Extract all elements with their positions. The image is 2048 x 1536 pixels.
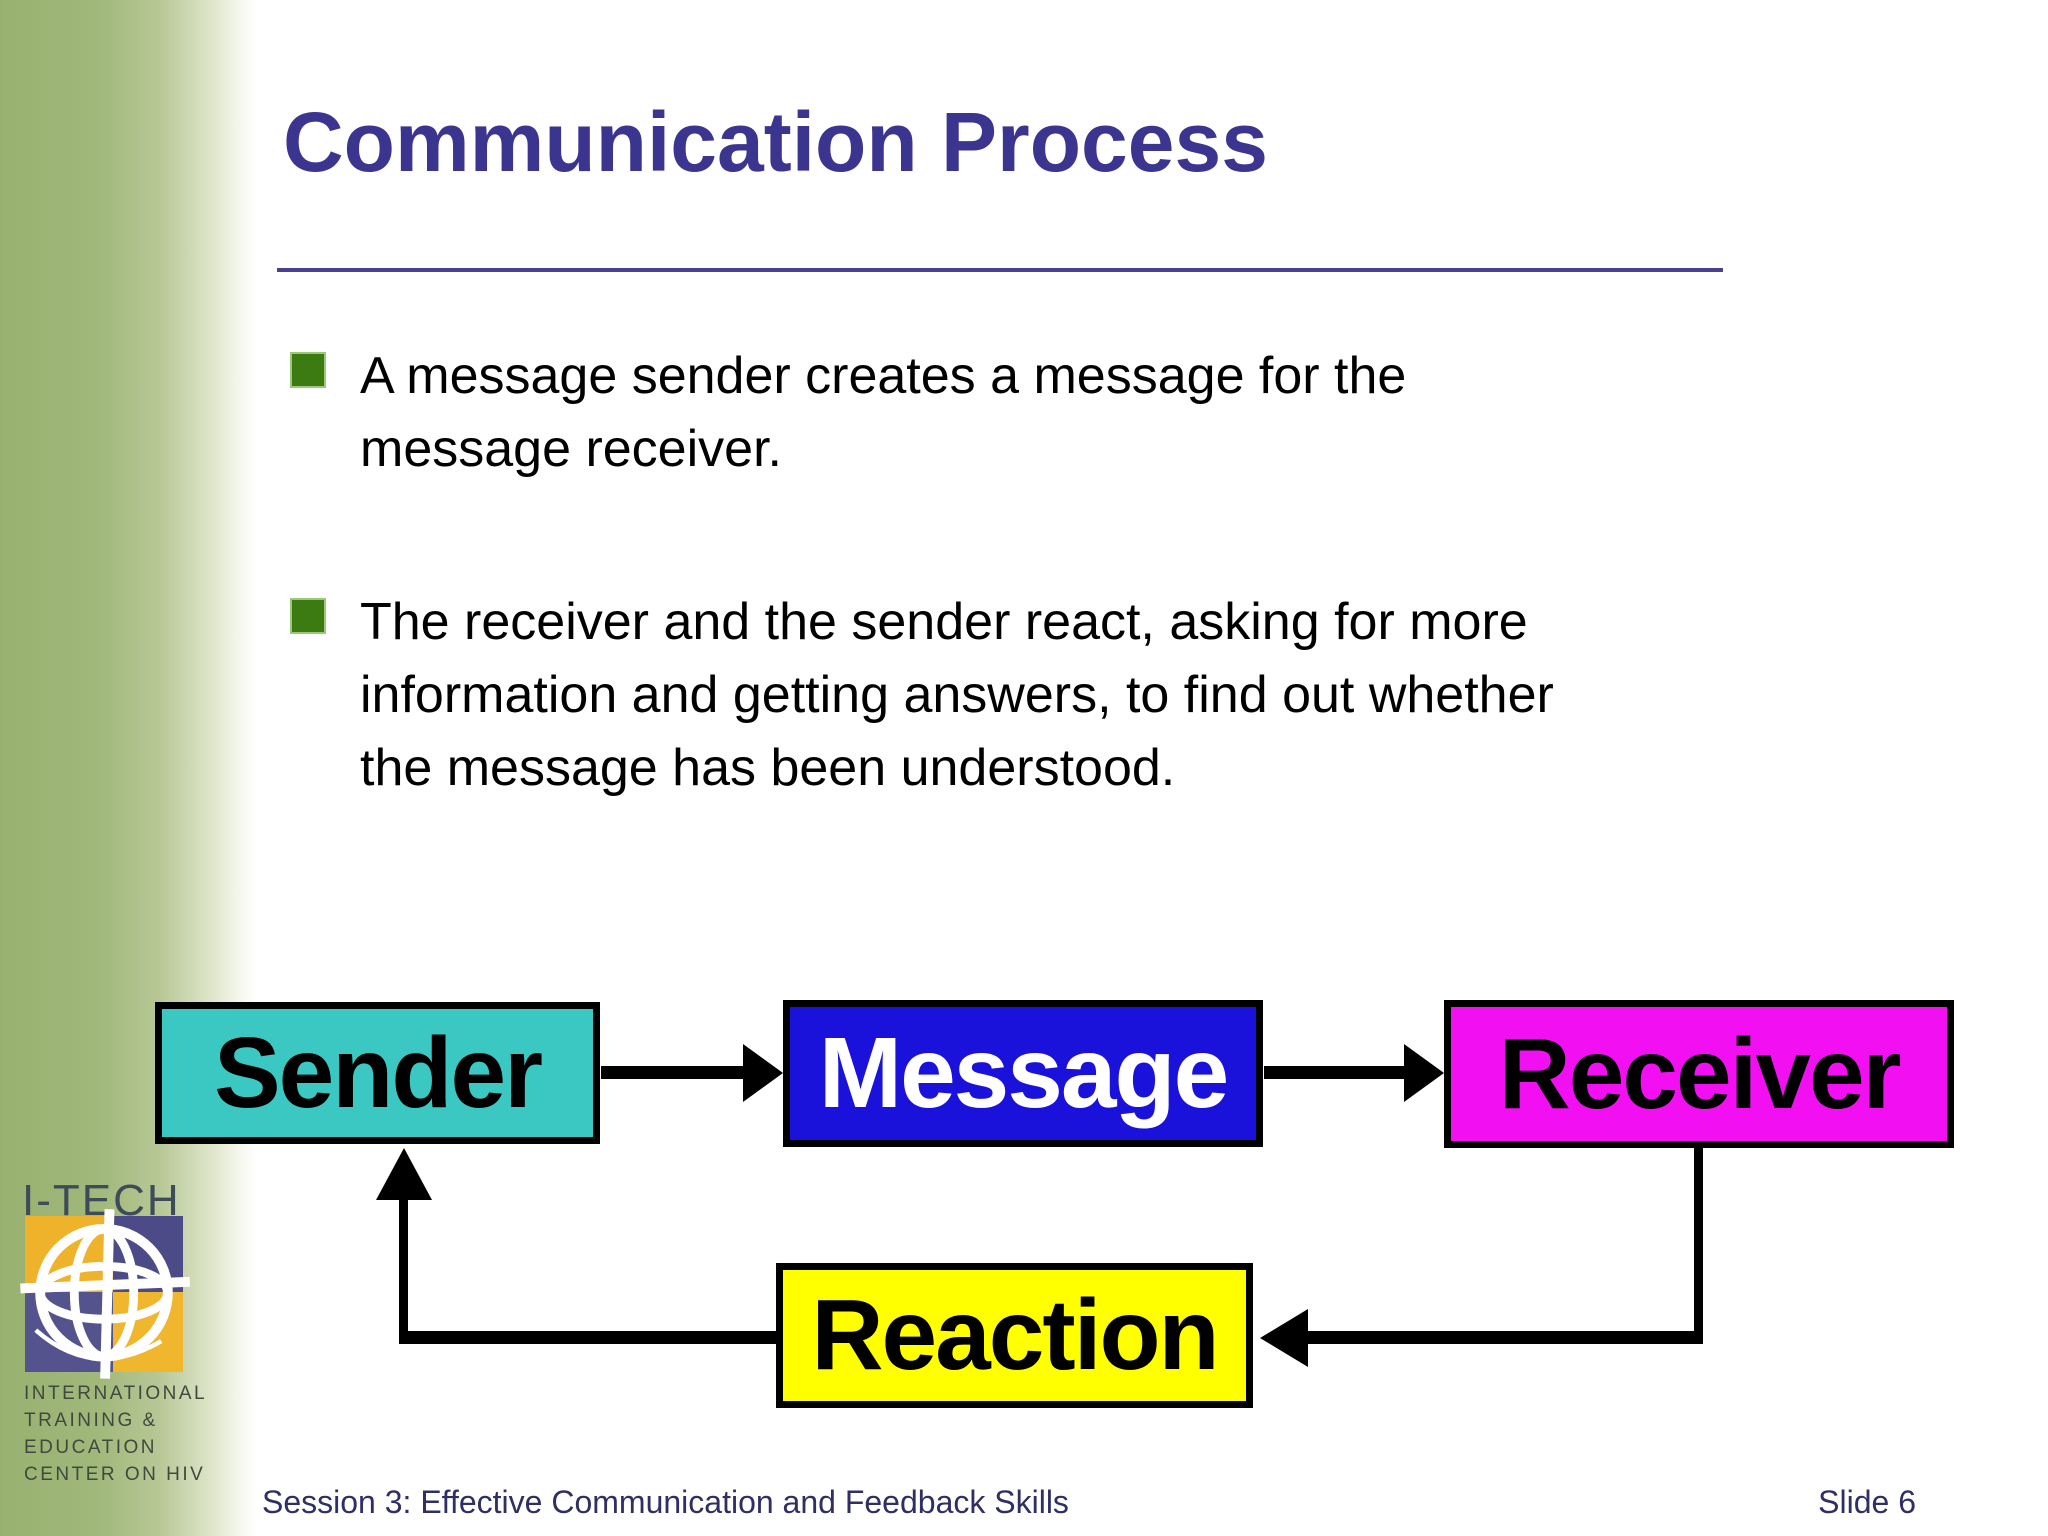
bullet-square-icon bbox=[290, 598, 326, 634]
node-reaction: Reaction bbox=[776, 1263, 1253, 1408]
node-label: Message bbox=[818, 1017, 1229, 1129]
bullet-square-icon bbox=[290, 352, 326, 388]
arrow-receiver-to-reaction-line bbox=[1308, 1331, 1703, 1344]
arrow-reaction-to-sender-head-icon bbox=[376, 1148, 432, 1200]
itech-globe-logo bbox=[20, 1209, 190, 1379]
node-receiver: Receiver bbox=[1444, 1000, 1954, 1148]
arrow-sender-to-message-head-icon bbox=[743, 1044, 783, 1102]
node-message: Message bbox=[783, 1000, 1263, 1147]
globe-icon bbox=[20, 1209, 190, 1379]
arrow-message-to-receiver-line bbox=[1264, 1066, 1404, 1079]
tagline-line: INTERNATIONAL bbox=[24, 1383, 208, 1404]
arrow-reaction-left-line bbox=[399, 1331, 776, 1344]
title-underline bbox=[277, 268, 1723, 272]
arrow-sender-to-message-line bbox=[601, 1066, 743, 1079]
node-sender: Sender bbox=[155, 1002, 600, 1144]
slide-title: Communication Process bbox=[283, 95, 1268, 189]
bullet-text: A message sender creates a message for t… bbox=[360, 347, 1407, 478]
bullet-list: A message sender creates a message for t… bbox=[290, 340, 1630, 805]
bullet-item: The receiver and the sender react, askin… bbox=[290, 586, 1630, 805]
node-label: Reaction bbox=[811, 1279, 1219, 1391]
footer-session-text: Session 3: Effective Communication and F… bbox=[262, 1484, 1069, 1520]
tagline-line: TRAINING & bbox=[24, 1410, 158, 1431]
node-label: Sender bbox=[213, 1016, 543, 1129]
tagline-line: CENTER ON HIV bbox=[24, 1464, 206, 1485]
tagline-line: EDUCATION bbox=[24, 1437, 157, 1458]
node-label: Receiver bbox=[1498, 1017, 1902, 1130]
bullet-text: The receiver and the sender react, askin… bbox=[360, 593, 1554, 797]
arrow-message-to-receiver-head-icon bbox=[1404, 1044, 1444, 1102]
itech-tagline: INTERNATIONAL TRAINING & EDUCATION CENTE… bbox=[24, 1380, 224, 1488]
arrow-receiver-down-line bbox=[1694, 1148, 1703, 1338]
arrow-receiver-to-reaction-head-icon bbox=[1260, 1309, 1308, 1367]
footer-slide-number: Slide 6 bbox=[1818, 1484, 1916, 1520]
bullet-item: A message sender creates a message for t… bbox=[290, 340, 1630, 486]
arrow-reaction-up-line bbox=[399, 1200, 408, 1344]
